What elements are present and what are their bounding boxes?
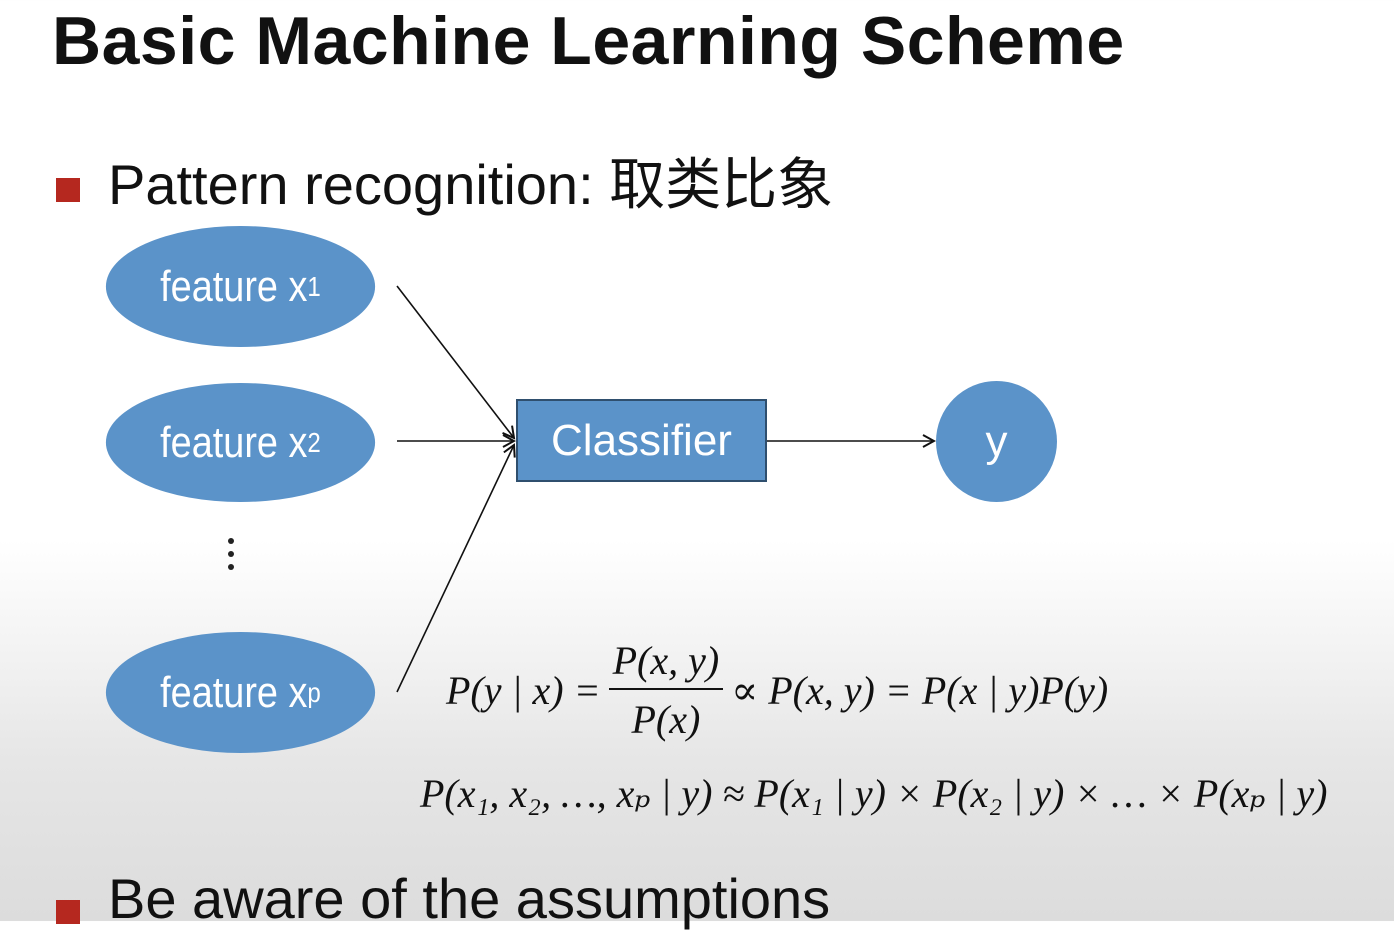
output-node-y: y: [936, 381, 1057, 502]
feature-label: feature x: [160, 261, 308, 311]
arrow-x1-to-classifier: [396, 285, 514, 438]
naive-bayes-formula: P(x₁, x₂, …, xₚ | y) ≈ P(x₁ | y) × P(x₂ …: [420, 771, 1328, 816]
classifier-box: Classifier: [516, 399, 767, 482]
bayes-numerator: P(x, y): [608, 637, 724, 690]
bullet-marker: [56, 899, 80, 924]
bullet-text: Be aware of the assumptions: [108, 867, 831, 930]
bayes-denominator: P(x): [631, 697, 701, 742]
bullet-marker: [56, 177, 80, 202]
bullet-text: Pattern recognition: 取类比象: [108, 153, 834, 216]
bayes-formula: P(y | x) = P(x, y) P(x) ∝ P(x, y) = P(x …: [446, 630, 1108, 750]
bullet-pattern-recognition: Pattern recognition: 取类比象: [56, 140, 833, 221]
bullet-assumptions: Be aware of the assumptions: [56, 866, 830, 931]
feature-label: feature x: [160, 417, 308, 467]
arrow-xp-to-classifier: [396, 445, 514, 693]
vertical-ellipsis: [228, 538, 234, 577]
feature-label: feature x: [160, 667, 308, 717]
bayes-lhs: P(y | x) =: [446, 667, 601, 713]
slide-title: Basic Machine Learning Scheme: [52, 3, 1125, 79]
bayes-rhs: ∝ P(x, y) = P(x | y)P(y): [731, 667, 1109, 713]
bayes-fraction: P(x, y) P(x): [608, 637, 724, 743]
